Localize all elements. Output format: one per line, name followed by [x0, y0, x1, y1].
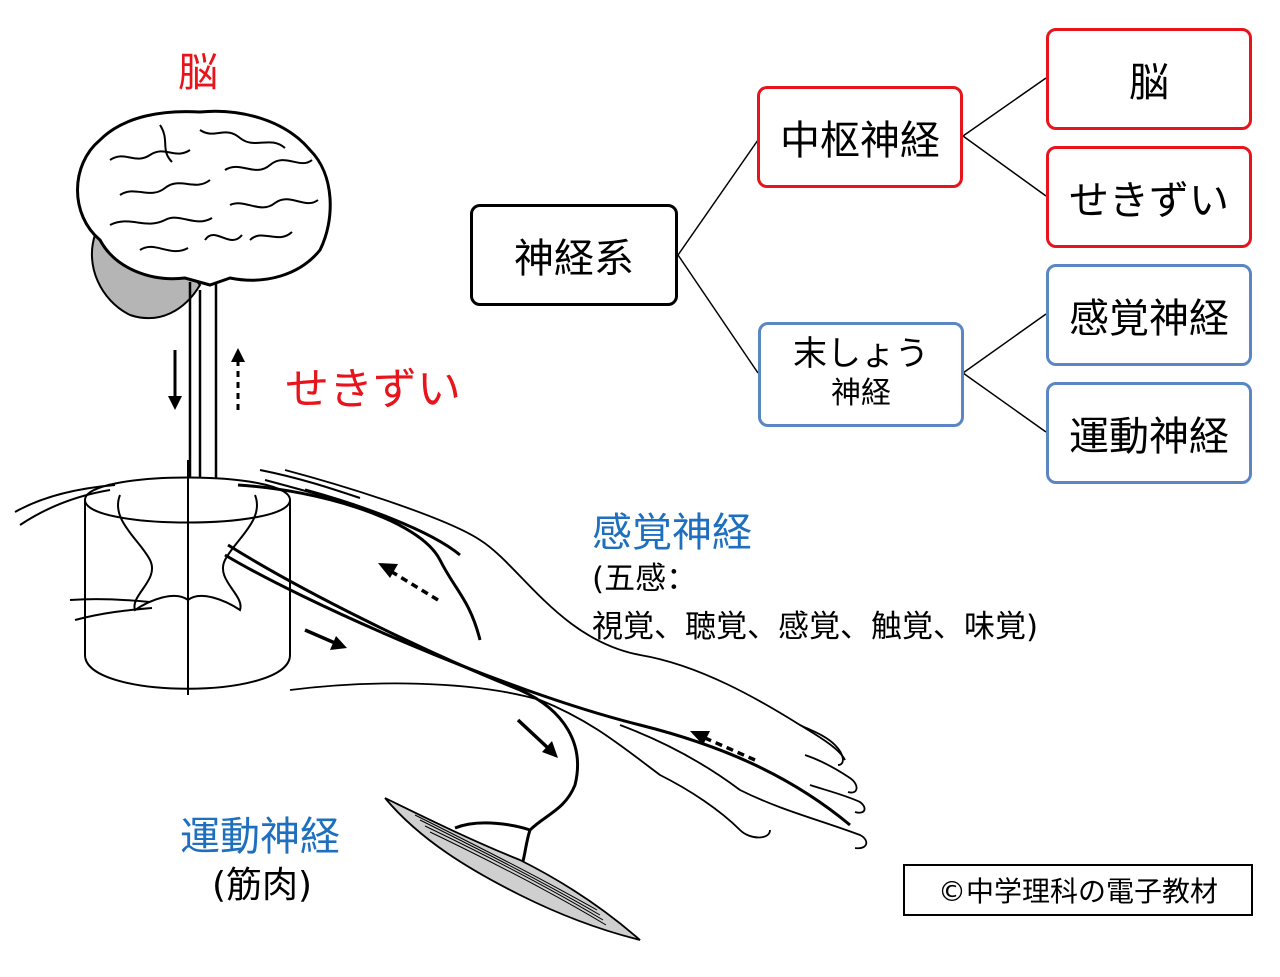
copyright-text: ©中学理科の電子教材 — [937, 875, 1218, 908]
sensory-nerve-drawing — [224, 483, 851, 827]
brain-drawing — [76, 109, 332, 287]
spinal-cord-label: せきずい — [285, 364, 461, 415]
spinal-arrows — [168, 348, 245, 410]
muscle-label: (筋肉) — [212, 865, 313, 906]
sensory-arrows — [378, 563, 756, 762]
peripheral-nervous-box: 末しょう 神経 — [758, 322, 964, 427]
brain-label: 脳 — [178, 50, 218, 96]
tree-lines — [677, 77, 1047, 433]
brain-box-text: 脳 — [1129, 60, 1169, 106]
five-senses-line2: 視覚、聴覚、感覚、触覚、味覚) — [592, 609, 1039, 645]
motor-nerve-label: 運動神経 — [180, 814, 340, 860]
sensory-nerve-label: 感覚神経 — [592, 510, 752, 556]
spinal-cord-box: せきずい — [1046, 146, 1252, 248]
motor-nerve-box-text: 運動神経 — [1069, 414, 1229, 460]
spinal-cord-box-text: せきずい — [1069, 178, 1229, 224]
muscle-drawing — [384, 797, 641, 941]
central-nervous-box: 中枢神経 — [757, 86, 963, 188]
sensory-nerve-box-text: 感覚神経 — [1069, 296, 1229, 342]
nervous-system-text: 神経系 — [514, 236, 634, 282]
motor-nerve-box: 運動神経 — [1046, 382, 1252, 484]
brain-box: 脳 — [1046, 28, 1252, 130]
spinal-cross-section — [14, 460, 371, 695]
five-senses-line1: (五感： — [592, 561, 698, 597]
copyright-box: ©中学理科の電子教材 — [903, 864, 1253, 916]
motor-arrows — [304, 628, 558, 758]
nervous-system-box: 神経系 — [470, 204, 678, 306]
sensory-nerve-box: 感覚神経 — [1046, 264, 1252, 366]
central-nervous-text: 中枢神経 — [780, 118, 940, 164]
peripheral-text-line1: 末しょう — [793, 334, 929, 375]
arm-outline — [284, 469, 868, 850]
peripheral-text-line2: 神経 — [831, 375, 891, 411]
